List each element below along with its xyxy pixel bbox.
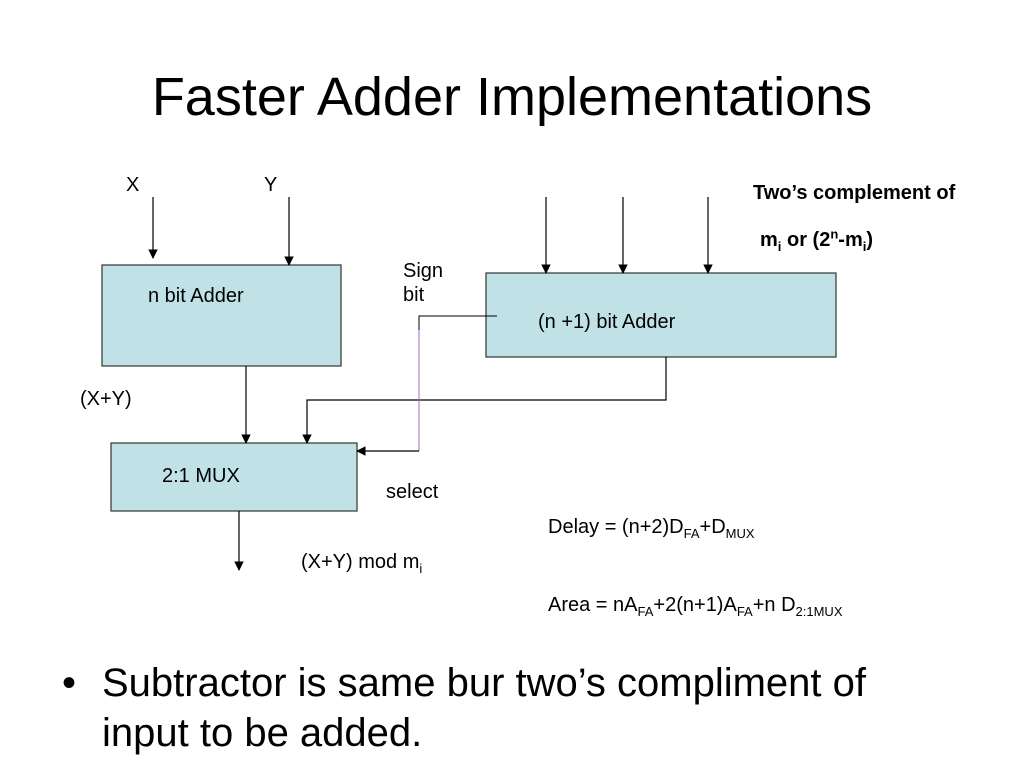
n1-bit-adder-label: (n +1) bit Adder — [538, 311, 676, 333]
sum-label: (X+Y) — [80, 388, 132, 410]
input-x-label: X — [126, 174, 140, 196]
delay-formula: Delay = (n+2)DFA+DMUX — [548, 516, 755, 541]
n-bit-adder-label: n bit Adder — [148, 285, 244, 307]
area-formula: Area = nAFA+2(n+1)AFA+n D2:1MUX — [548, 594, 843, 619]
bullet-marker: • — [62, 661, 77, 705]
slide-title: Faster Adder Implementations — [151, 67, 873, 127]
input-y-label: Y — [264, 174, 278, 196]
bullet-item: • Subtractor is same bur two’s complimen… — [62, 658, 962, 758]
n-bit-adder-box — [101, 264, 342, 367]
mux-label: 2:1 MUX — [162, 465, 240, 487]
sign-bit-wire — [418, 315, 497, 451]
bullet-text: Subtractor is same bur two’s compliment … — [102, 661, 867, 755]
twos-complement-line1: Two’s complement of — [753, 182, 956, 204]
n1-bit-adder-box — [485, 272, 837, 358]
mux-box — [110, 442, 358, 512]
twos-complement-line2: mi or (2n-mi) — [760, 226, 874, 254]
select-label: select — [386, 481, 439, 503]
n1-output-wire — [302, 357, 667, 444]
output-label: (X+Y) mod mi — [301, 551, 423, 576]
sign-bit-label: Sign bit — [403, 260, 444, 306]
